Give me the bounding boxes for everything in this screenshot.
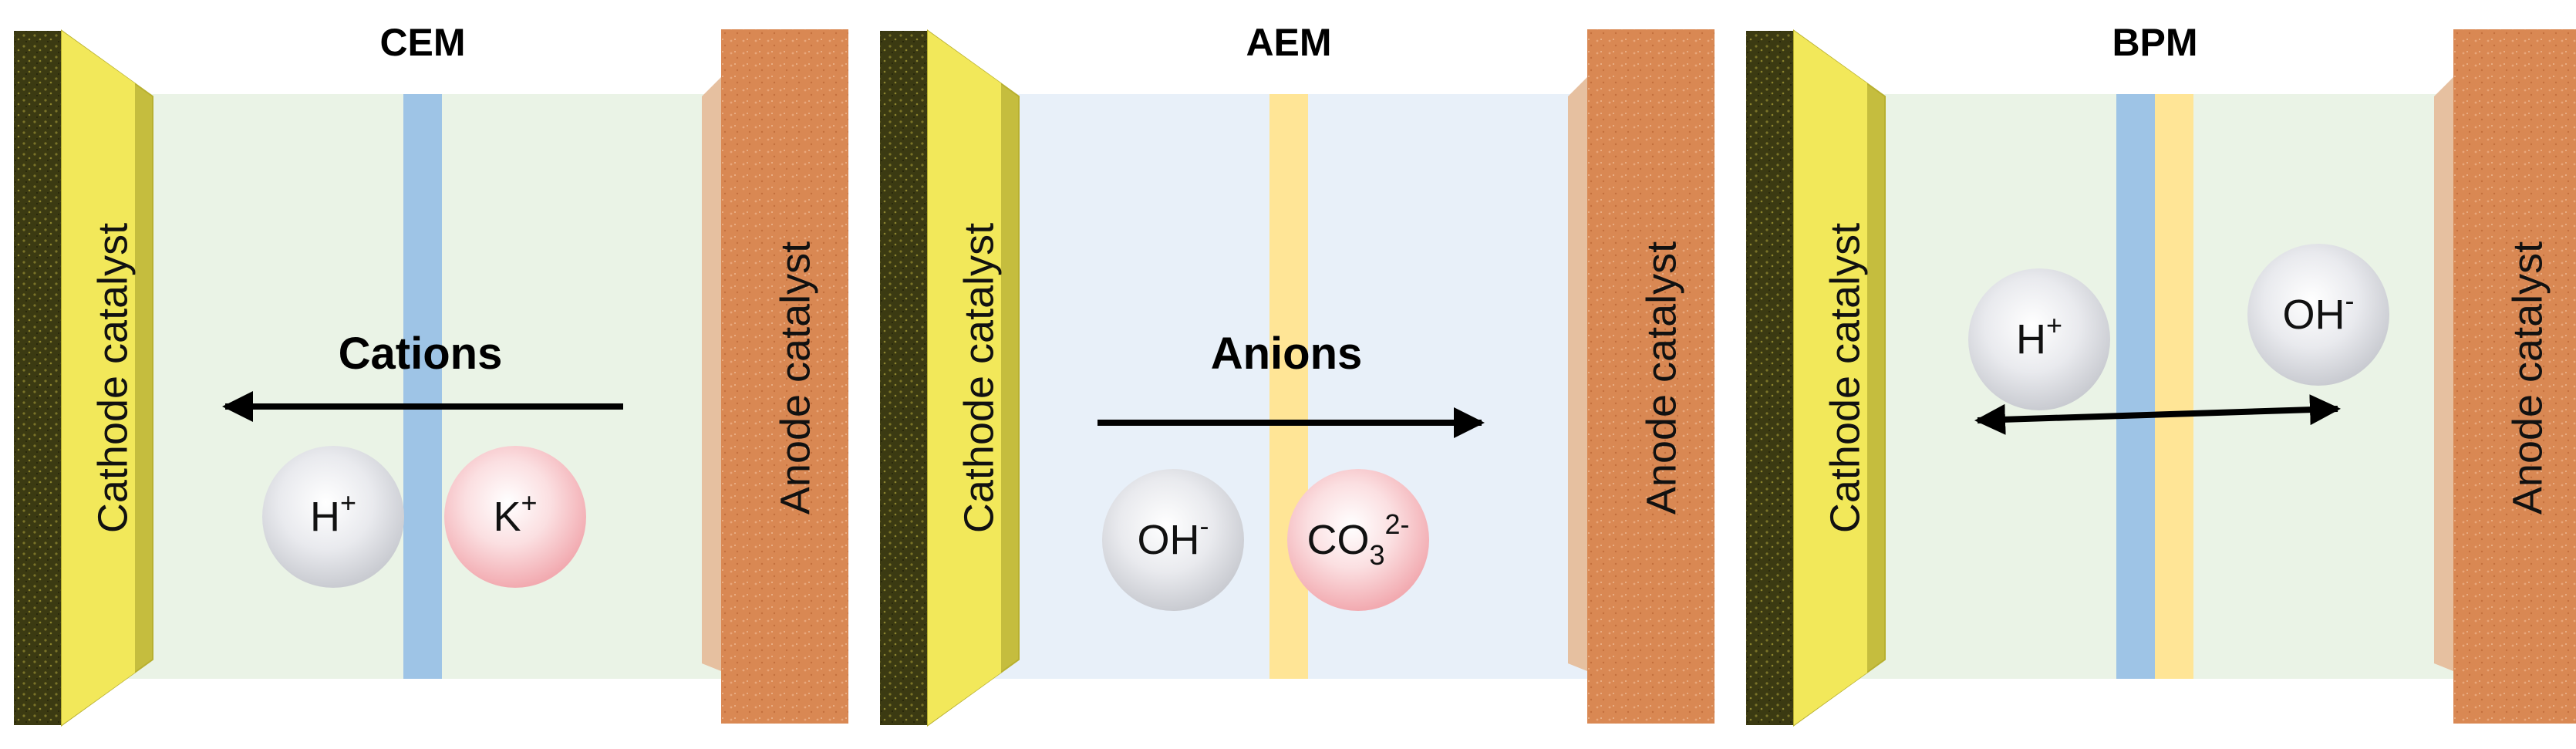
panel-title: AEM: [1246, 21, 1331, 64]
flow-label: Anions: [1211, 329, 1363, 379]
membrane-layer: [2155, 94, 2193, 679]
membrane-layer: [403, 94, 442, 679]
cathode-label: Cathode catalyst: [1822, 223, 1868, 533]
membrane-layer: [2116, 94, 2155, 679]
panel-title: CEM: [379, 21, 465, 64]
panel-cem: Cathode catalyst Anode catalyst CEM Cations…: [14, 21, 848, 727]
ion-gray-sphere: [1102, 469, 1244, 611]
ion-gray-sphere: [2247, 244, 2389, 386]
anode-label: Anode catalyst: [772, 241, 818, 515]
anode-catalyst-layer: [2453, 29, 2576, 724]
cathode-label: Cathode catalyst: [956, 223, 1002, 533]
anode-label: Anode catalyst: [1638, 241, 1684, 515]
membrane-layer: [1269, 94, 1308, 679]
cathode-support: [880, 31, 928, 725]
cathode-support: [14, 31, 62, 725]
anode-catalyst-layer: [721, 29, 848, 724]
ion-pink-sphere: [444, 446, 586, 588]
flow-label: Cations: [339, 329, 503, 379]
cathode-label: Cathode catalyst: [89, 223, 136, 533]
bidirectional-arrow: [1974, 394, 2341, 435]
panel-aem: Cathode catalyst Anode catalyst AEM AnionsO…: [880, 21, 1715, 727]
ion-gray-sphere: [1968, 268, 2110, 410]
cathode-catalyst-layer: [1794, 31, 1867, 725]
cathode-catalyst-layer: [62, 31, 135, 725]
ion-pink-sphere: [1287, 469, 1429, 611]
cathode-catalyst-layer: [928, 31, 1001, 725]
panel-title: BPM: [2112, 21, 2197, 64]
ion-label: OH-: [2283, 285, 2355, 338]
cathode-support: [1746, 31, 1794, 725]
ion-gray-sphere: [262, 446, 404, 588]
anode-label: Anode catalyst: [2504, 241, 2551, 515]
ion-label: OH-: [1138, 510, 1209, 563]
anode-catalyst-layer: [1587, 29, 1715, 724]
